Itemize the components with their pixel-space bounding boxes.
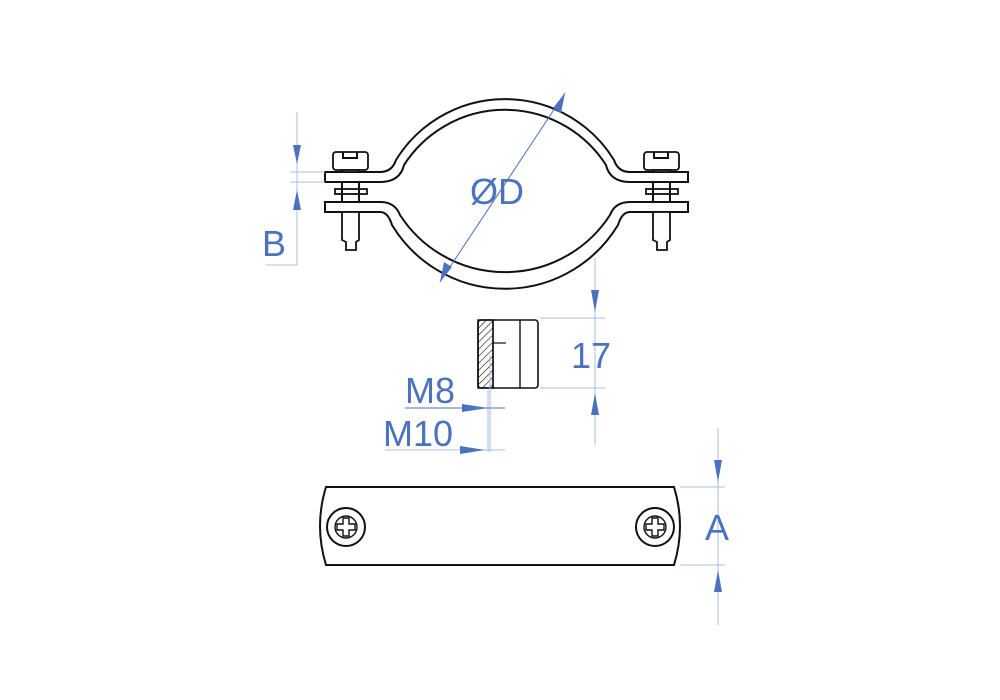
dimension-threads: M8 M10 (383, 355, 505, 454)
left-bolt (332, 151, 369, 251)
label-a: A (705, 507, 729, 548)
label-17: 17 (571, 335, 611, 376)
threaded-nut (477, 319, 539, 389)
dimension-17: 17 (540, 258, 611, 445)
dimension-b: B (262, 112, 325, 266)
right-screw-icon (635, 507, 675, 547)
bottom-strap (319, 486, 681, 566)
right-bolt (643, 151, 680, 251)
left-screw-icon (326, 507, 366, 547)
dimension-a: A (680, 428, 729, 625)
label-b: B (262, 223, 286, 264)
label-m10: M10 (383, 413, 453, 454)
label-m8: M8 (405, 370, 455, 411)
clamp-ring (324, 98, 689, 290)
label-diameter: ØD (470, 171, 524, 212)
dimension-diameter: ØD (439, 92, 566, 283)
